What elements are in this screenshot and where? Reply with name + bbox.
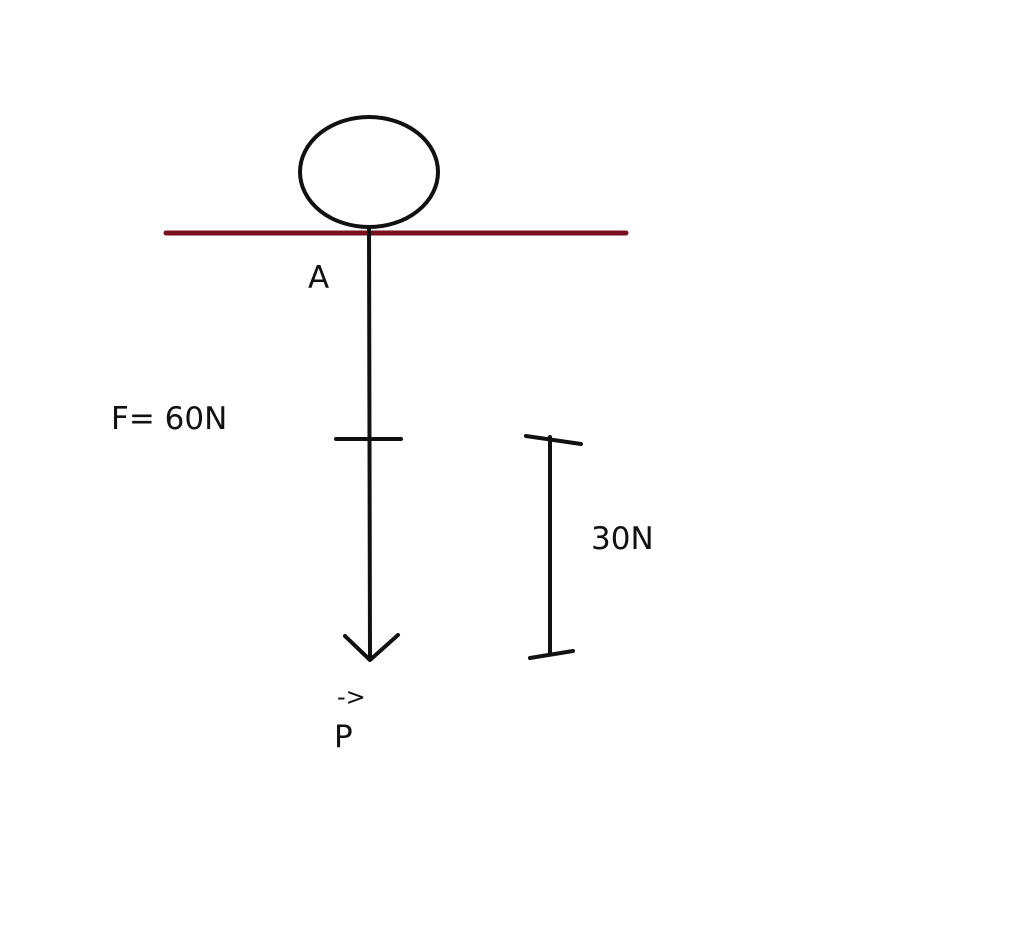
- body-ellipse: [298, 115, 440, 229]
- point-a-label: A: [308, 260, 329, 296]
- force-vector-shaft: [367, 226, 372, 661]
- scale-label: 30N: [591, 521, 654, 557]
- force-vector-arrowhead: [343, 633, 400, 662]
- vector-arrow-label: ->: [337, 683, 366, 711]
- vector-name-label: P: [334, 719, 353, 755]
- force-label: F= 60N: [111, 401, 227, 437]
- scale-bar-bottom-cap: [528, 649, 575, 660]
- scale-bar-top-cap: [524, 434, 583, 446]
